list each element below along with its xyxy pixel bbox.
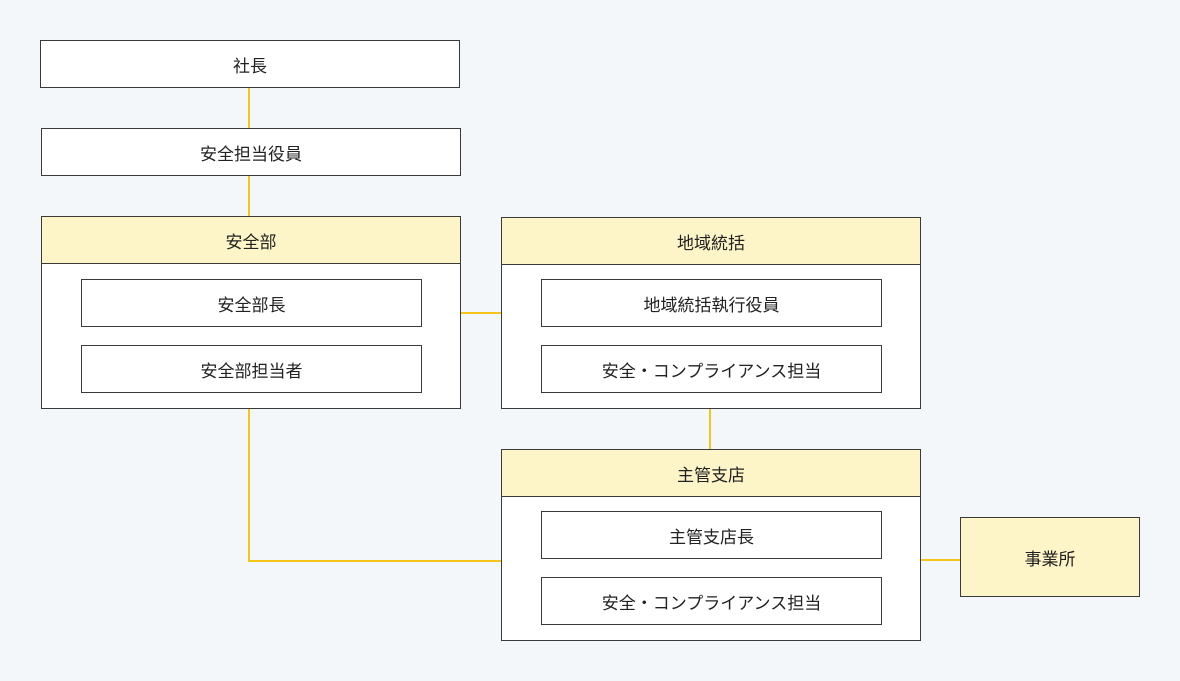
regional-group: 地域統括 地域統括執行役員 安全・コンプライアンス担当 (501, 217, 921, 409)
regional-title: 地域統括 (677, 233, 745, 254)
safety-officer-box: 安全担当役員 (41, 128, 461, 176)
regional-member-box: 安全・コンプライアンス担当 (541, 345, 882, 393)
branch-group: 主管支店 主管支店長 安全・コンプライアンス担当 (501, 449, 921, 641)
connector-branch-to-office (920, 559, 960, 561)
connector-officer-to-safety-dept (248, 175, 250, 216)
branch-member-box: 安全・コンプライアンス担当 (541, 577, 882, 625)
office-box: 事業所 (960, 517, 1140, 597)
president-label: 社長 (233, 56, 267, 77)
branch-member-label: 主管支店長 (669, 527, 754, 548)
president-box: 社長 (40, 40, 460, 88)
safety-officer-label: 安全担当役員 (200, 144, 302, 165)
office-label: 事業所 (1024, 549, 1076, 570)
safety-dept-title: 安全部 (225, 232, 277, 253)
safety-dept-member-label: 安全部長 (217, 295, 286, 316)
branch-title: 主管支店 (677, 465, 745, 486)
connector-safety-dept-to-branch (248, 560, 501, 562)
safety-dept-member-box: 安全部長 (81, 279, 422, 327)
branch-header: 主管支店 (502, 450, 920, 497)
branch-member-label: 安全・コンプライアンス担当 (601, 593, 822, 614)
regional-member-label: 地域統括執行役員 (643, 295, 780, 316)
regional-member-label: 安全・コンプライアンス担当 (601, 361, 822, 382)
regional-member-box: 地域統括執行役員 (541, 279, 882, 327)
safety-dept-group: 安全部 安全部長 安全部担当者 (41, 216, 461, 409)
regional-header: 地域統括 (502, 218, 920, 265)
safety-dept-member-label: 安全部担当者 (200, 361, 303, 382)
connector-regional-to-branch (709, 408, 711, 449)
connector-safety-dept-to-regional (460, 312, 501, 314)
connector-safety-dept-down (248, 408, 250, 562)
branch-member-box: 主管支店長 (541, 511, 882, 559)
safety-dept-member-box: 安全部担当者 (81, 345, 422, 393)
safety-dept-header: 安全部 (42, 217, 460, 264)
connector-president-to-officer (248, 87, 250, 128)
